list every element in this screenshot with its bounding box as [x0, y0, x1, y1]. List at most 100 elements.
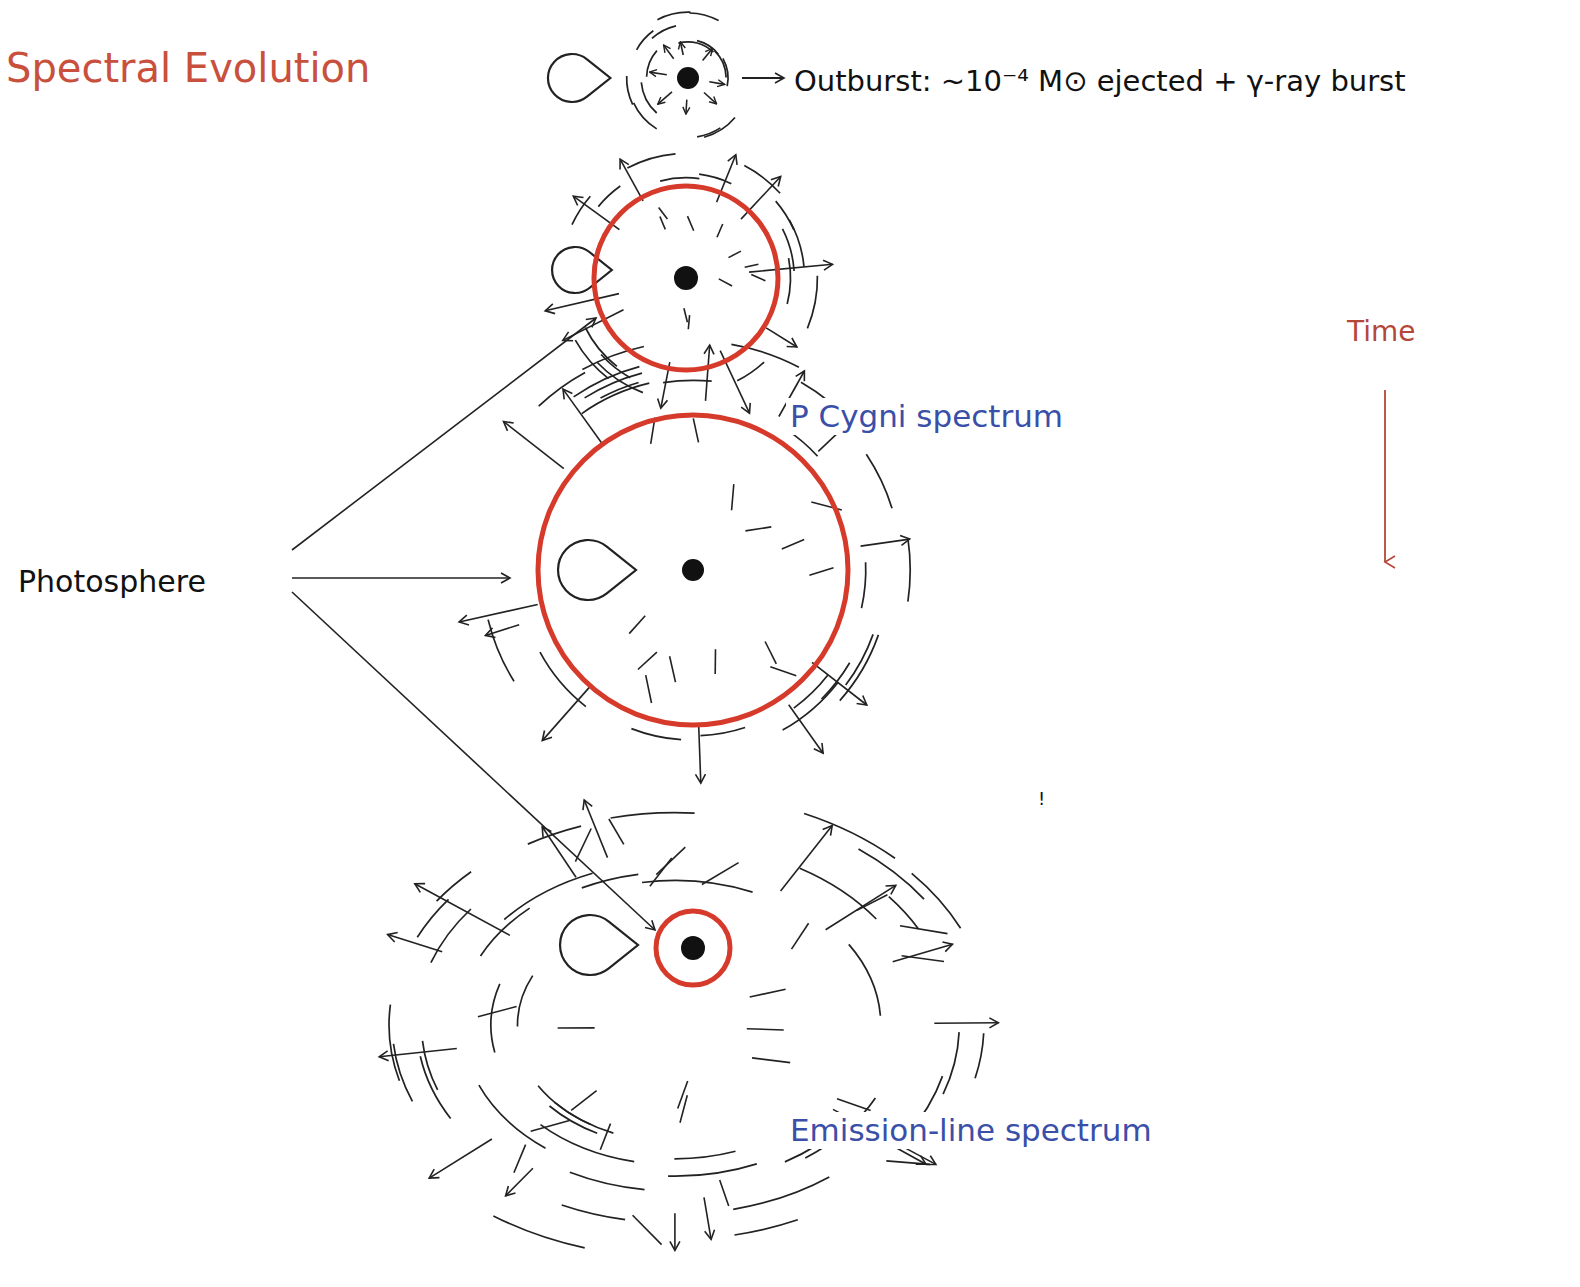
- shell-arc: [866, 454, 892, 508]
- outburst-arrow: [742, 77, 784, 79]
- ejecta-streak: [902, 956, 944, 962]
- shell-arc: [539, 372, 585, 406]
- shell-arc: [389, 1005, 399, 1081]
- ejecta-streak: [514, 1145, 526, 1173]
- shell-arc: [668, 1164, 757, 1176]
- velocity-arrow: [542, 685, 591, 741]
- velocity-arrow: [379, 1049, 457, 1057]
- donor-star: [560, 915, 638, 975]
- donor-star: [548, 54, 610, 102]
- shell-arc: [660, 178, 699, 181]
- ejecta-streak: [670, 656, 676, 682]
- ejecta-streak: [751, 274, 765, 280]
- ejecta-streak: [688, 216, 694, 231]
- shell-arc: [657, 12, 690, 20]
- leader-line: [292, 577, 510, 579]
- velocity-arrow: [703, 48, 713, 60]
- shell-arc: [562, 1205, 625, 1220]
- white-dwarf: [677, 67, 699, 89]
- shell-arc: [776, 201, 794, 230]
- velocity-arrow: [812, 662, 867, 705]
- ejecta-streak: [478, 1007, 517, 1017]
- shell-arc: [641, 82, 656, 113]
- ejecta-streak: [782, 540, 804, 549]
- velocity-arrow: [388, 935, 443, 952]
- shell-arc: [800, 868, 877, 919]
- shell-arc: [555, 1102, 614, 1133]
- shell-arc: [652, 26, 676, 39]
- velocity-arrow: [485, 625, 519, 636]
- outburst-note: Outburst: ~10⁻⁴ M⊙ ejected + γ-ray burst: [790, 64, 1410, 99]
- shell-arc: [550, 1106, 598, 1133]
- shell-arc: [689, 13, 718, 21]
- ejecta-streak: [609, 819, 624, 844]
- velocity-arrow: [741, 177, 781, 220]
- shell-arc: [570, 1172, 645, 1189]
- velocity-arrow: [563, 389, 603, 445]
- ejecta-streak: [752, 1058, 790, 1063]
- shell-arc: [423, 1041, 438, 1090]
- shell-arc: [488, 620, 514, 682]
- shell-arc: [493, 1216, 584, 1248]
- velocity-arrow: [658, 92, 672, 104]
- ejecta-streak: [745, 527, 771, 531]
- velocity-arrow: [789, 705, 823, 753]
- shell-arc: [733, 1177, 829, 1209]
- velocity-arrow: [704, 1197, 711, 1239]
- ejecta-streak: [558, 1027, 595, 1029]
- mark: !: [1034, 788, 1049, 810]
- leader-line: [292, 592, 655, 930]
- phase-label: P Cygni spectrum: [786, 398, 1067, 435]
- shell-arc: [517, 976, 532, 1027]
- shell-arc: [912, 873, 961, 928]
- ejecta-streak: [792, 923, 809, 949]
- ejecta-streak: [809, 568, 833, 575]
- ejecta-streak: [693, 418, 698, 442]
- velocity-arrow: [706, 345, 710, 401]
- velocity-arrow: [749, 264, 832, 272]
- white-dwarf: [682, 559, 704, 581]
- shell-arc: [417, 899, 448, 937]
- velocity-arrow: [459, 605, 538, 623]
- ejecta-streak: [531, 1121, 570, 1132]
- shell-arc: [627, 76, 633, 105]
- ejecta-streak: [702, 863, 739, 885]
- white-dwarf: [681, 936, 705, 960]
- shell-arc: [431, 909, 471, 963]
- velocity-arrow: [664, 45, 674, 59]
- velocity-arrow: [861, 539, 910, 546]
- shell-arc: [807, 276, 817, 329]
- ejecta-streak: [575, 829, 591, 862]
- velocity-arrow: [934, 1022, 998, 1024]
- photosphere-circle: [594, 186, 778, 370]
- velocity-arrow: [650, 72, 667, 75]
- shell-arc: [437, 872, 472, 901]
- velocity-arrow: [674, 1213, 676, 1250]
- ejecta-streak: [717, 224, 723, 237]
- shell-arc: [528, 826, 581, 844]
- velocity-arrow: [709, 82, 724, 85]
- ejecta-streak: [857, 895, 888, 911]
- white-dwarf: [674, 266, 698, 290]
- shell-arc: [731, 344, 799, 367]
- binary-stars: [538, 54, 848, 985]
- time-label: Time: [1343, 315, 1420, 349]
- ejecta-streak: [719, 279, 732, 286]
- photosphere-label: Photosphere: [14, 564, 210, 600]
- velocity-arrow: [506, 1168, 533, 1196]
- ejecta-streak: [659, 207, 668, 219]
- shell-arc: [574, 367, 640, 397]
- shell-arc: [582, 874, 639, 888]
- velocity-arrow: [781, 826, 833, 892]
- title: Spectral Evolution: [2, 44, 374, 92]
- shell-arc: [735, 1220, 798, 1235]
- shell-arc: [715, 51, 726, 78]
- shell-arc: [491, 984, 500, 1053]
- ejecta-streak: [600, 1124, 610, 1150]
- shell-arc: [737, 362, 764, 381]
- shell-arc: [889, 897, 919, 929]
- shell-arc: [701, 728, 746, 736]
- ejecta-shells: [379, 12, 998, 1250]
